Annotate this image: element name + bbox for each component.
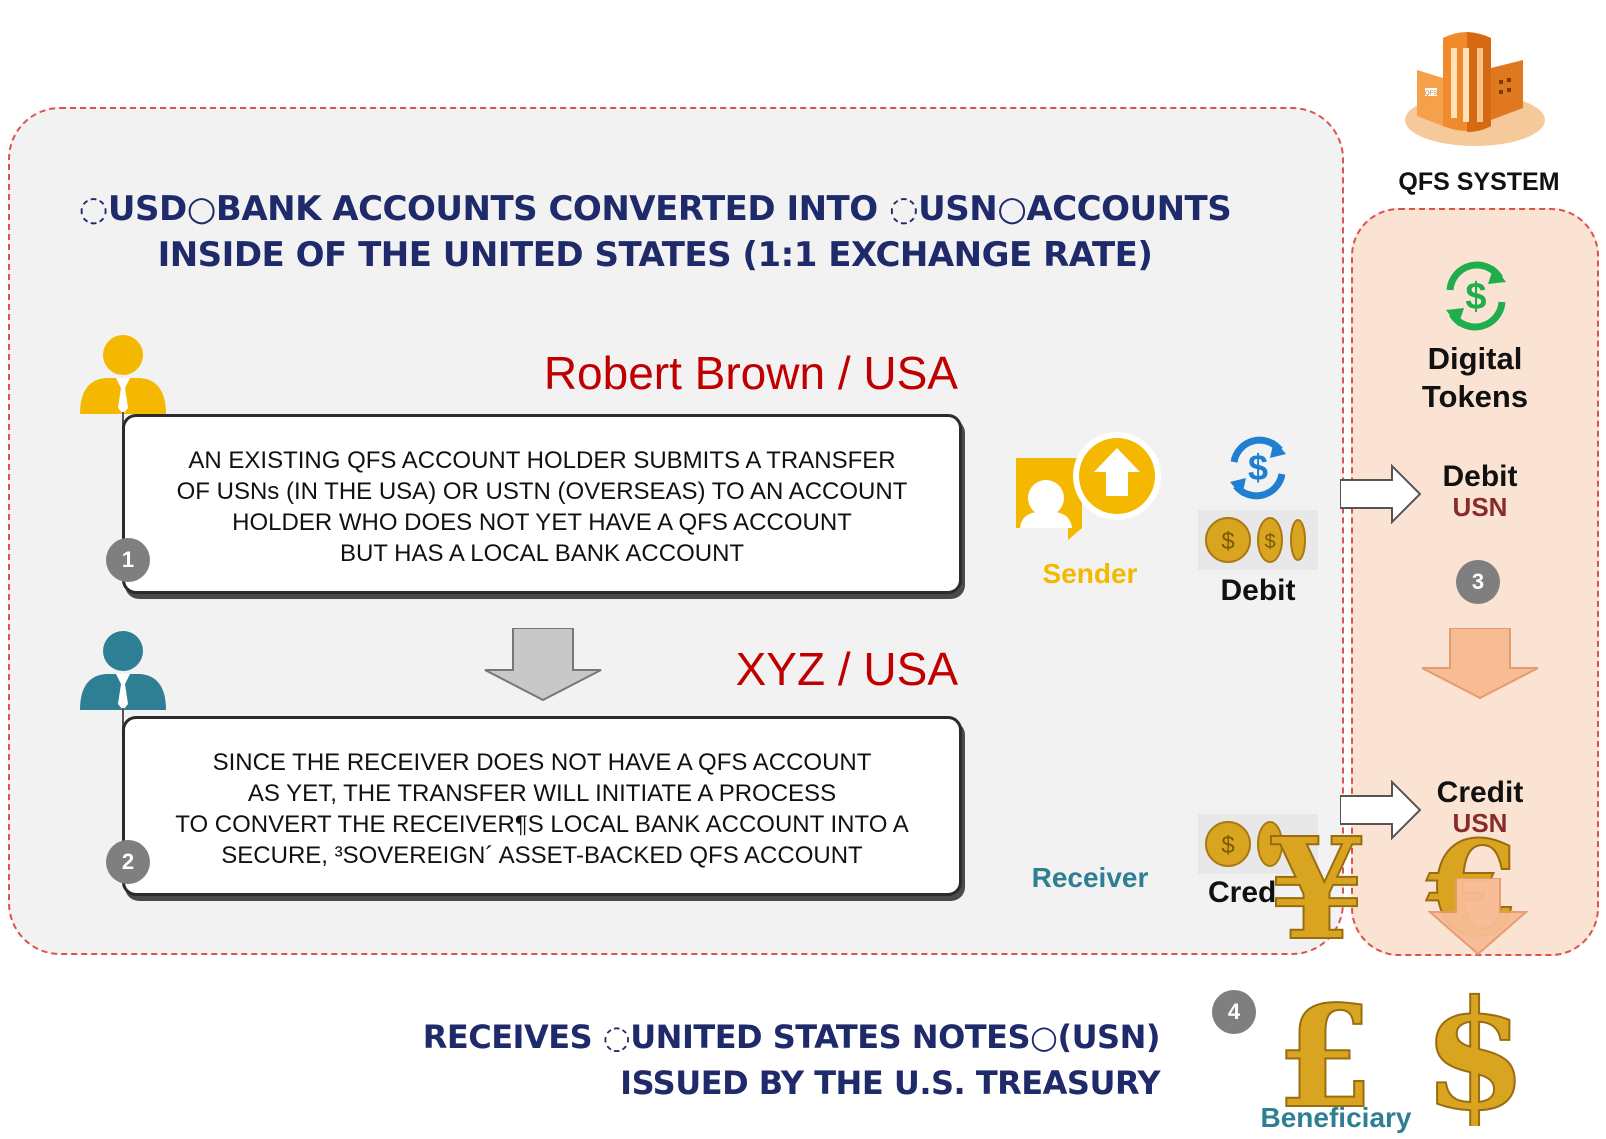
step1-badge: 1 <box>106 538 150 582</box>
step2-line: AS YET, THE TRANSFER WILL INITIATE A PRO… <box>247 780 837 807</box>
svg-text:$: $ <box>1248 447 1268 488</box>
digital-tokens-label: Digital Tokens <box>1385 340 1565 416</box>
qfs-debit-label: Debit <box>1442 460 1518 493</box>
gold-coin-icon: $ <box>1205 821 1283 867</box>
top-title-line1: ◌USD○BANK ACCOUNTS CONVERTED INTO ◌USN○A… <box>78 189 1232 229</box>
dollar-exchange-icon: $ <box>1230 436 1286 500</box>
step1-line: HOLDER WHO DOES NOT YET HAVE A QFS ACCOU… <box>232 509 852 536</box>
svg-text:QFS: QFS <box>1425 91 1437 97</box>
down-arrow-icon <box>484 628 602 702</box>
dollar-exchange-icon: $ <box>1446 261 1506 331</box>
yen-icon: ¥ <box>1267 818 1366 958</box>
tokens-line2: Tokens <box>1421 379 1529 414</box>
debit-label: Debit <box>1220 574 1296 607</box>
top-title: ◌USD○BANK ACCOUNTS CONVERTED INTO ◌USN○A… <box>60 186 1250 278</box>
down-arrow-icon <box>1428 878 1528 956</box>
qfs-credit-label: Credit <box>1436 776 1524 809</box>
step2-line: TO CONVERT THE RECEIVER¶S LOCAL BANK ACC… <box>175 811 909 838</box>
qfs-credit-currency: USN <box>1452 808 1508 838</box>
right-arrow-icon <box>1340 464 1422 524</box>
step2-line: SINCE THE RECEIVER DOES NOT HAVE A QFS A… <box>212 749 872 776</box>
sender-name: Robert Brown / USA <box>543 347 958 399</box>
coins-debit: $ $ <box>1198 510 1318 570</box>
sender-label: Sender <box>1042 558 1138 589</box>
upload-bubble-icon <box>1016 432 1161 540</box>
svg-text:$: $ <box>1264 531 1275 553</box>
bottom-title-line1: RECEIVES ◌UNITED STATES NOTES○(USN) <box>422 1018 1161 1056</box>
step2-box: SINCE THE RECEIVER DOES NOT HAVE A QFS A… <box>122 716 962 896</box>
svg-text:$: $ <box>1465 276 1486 318</box>
step4-badge: 4 <box>1212 990 1256 1034</box>
person-teal-icon <box>80 631 166 710</box>
step1-line: BUT HAS A LOCAL BANK ACCOUNT <box>339 540 745 567</box>
coins-credit: $ <box>1198 814 1318 874</box>
svg-text:£: £ <box>1276 980 1373 1120</box>
down-arrow-icon <box>1421 628 1539 700</box>
step1-box: AN EXISTING QFS ACCOUNT HOLDER SUBMITS A… <box>122 414 962 594</box>
gold-coin-icon: $ $ <box>1205 517 1306 563</box>
top-title-line2: INSIDE OF THE UNITED STATES (1:1 EXCHANG… <box>157 235 1153 275</box>
building-icon: QFS <box>1405 32 1545 146</box>
bottom-title-line2: ISSUED BY THE U.S. TREASURY <box>620 1064 1160 1102</box>
credit-label: Cred <box>1208 876 1277 909</box>
step2-line: SECURE, ³SOVEREIGN´ ASSET-BACKED QFS ACC… <box>221 842 863 869</box>
beneficiary-label: Beneficiary <box>1260 1102 1412 1133</box>
step3-badge: 3 <box>1456 560 1500 604</box>
dollar-icon: $ <box>1422 976 1528 1126</box>
svg-text:$: $ <box>1221 832 1234 859</box>
bottom-title: RECEIVES ◌UNITED STATES NOTES○(USN) ISSU… <box>300 1014 1161 1106</box>
step1-line: OF USNs (IN THE USA) OR USTN (OVERSEAS) … <box>176 478 908 505</box>
step2-badge: 2 <box>106 840 150 884</box>
right-arrow-icon <box>1340 780 1422 840</box>
svg-text:$: $ <box>1423 976 1527 1126</box>
step1-line: AN EXISTING QFS ACCOUNT HOLDER SUBMITS A… <box>188 447 896 474</box>
tokens-line1: Digital <box>1427 341 1523 376</box>
receiver-name: XYZ / USA <box>735 643 958 695</box>
qfs-system-label: QFS SYSTEM <box>1398 168 1560 196</box>
svg-text:¥: ¥ <box>1268 818 1365 958</box>
receiver-label: Receiver <box>1031 862 1149 893</box>
pound-icon: £ <box>1275 980 1374 1120</box>
person-yellow-icon <box>80 335 166 414</box>
svg-text:$: $ <box>1221 528 1234 555</box>
qfs-debit-currency: USN <box>1452 492 1508 522</box>
